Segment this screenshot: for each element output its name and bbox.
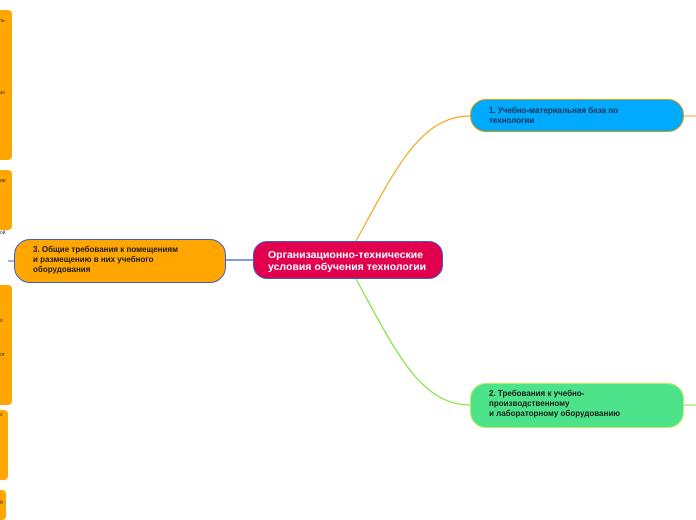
left-subtopic-strip[interactable] bbox=[0, 285, 12, 405]
branch-node-3[interactable]: 3. Общие требования к помещениям и разме… bbox=[14, 239, 226, 283]
left-text-fragment: от bbox=[0, 352, 5, 358]
left-subtopic-strip[interactable] bbox=[0, 10, 12, 160]
left-text-fragment: й bbox=[0, 500, 3, 506]
connector-center-to-branch-2 bbox=[355, 278, 471, 406]
left-text-fragment: ой bbox=[0, 230, 6, 236]
branch-label-2: 2. Требования к учебно- производственном… bbox=[489, 389, 621, 418]
branch-node-1[interactable]: 1. Учебно-материальная база по технологи… bbox=[470, 99, 684, 132]
connector-center-to-branch-1 bbox=[355, 115, 471, 242]
branch-node-2[interactable]: 2. Требования к учебно- производственном… bbox=[470, 383, 684, 428]
left-text-fragment: ии bbox=[0, 178, 6, 184]
left-text-fragment: х bbox=[0, 412, 3, 418]
branch-label-3: 3. Общие требования к помещениям и разме… bbox=[33, 245, 179, 274]
branch-label-1: 1. Учебно-материальная база по технологи… bbox=[489, 106, 618, 125]
left-subtopic-strip[interactable] bbox=[0, 490, 6, 520]
left-subtopic-strip[interactable] bbox=[0, 170, 12, 230]
left-text-fragment: зн bbox=[0, 90, 6, 96]
left-subtopic-strip[interactable] bbox=[0, 410, 8, 480]
left-text-fragment: ть bbox=[0, 18, 5, 24]
central-topic-node[interactable]: Организационно-технические условия обуче… bbox=[253, 241, 443, 279]
central-topic-label: Организационно-технические условия обуче… bbox=[268, 249, 427, 273]
left-text-fragment: я bbox=[0, 318, 3, 324]
